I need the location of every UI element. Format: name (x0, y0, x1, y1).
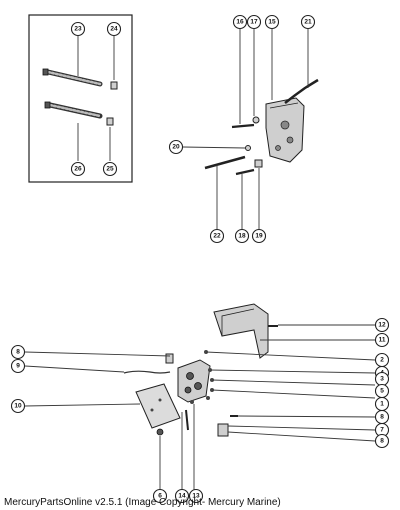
svg-text:7: 7 (380, 427, 384, 434)
callout-26: 26 (70, 161, 86, 177)
terminal-block-1 (177, 359, 211, 403)
callout-9: 9 (10, 358, 26, 374)
svg-text:12: 12 (378, 322, 386, 329)
callout-19: 19 (251, 228, 267, 244)
clamp-25 (106, 117, 114, 126)
svg-text:3: 3 (380, 376, 384, 383)
callout-8-left: 8 (10, 344, 26, 360)
plate-10 (135, 383, 181, 429)
svg-text:19: 19 (255, 233, 263, 240)
callout-8-right-b: 8 (374, 433, 390, 449)
hose-end (44, 101, 51, 109)
svg-text:8: 8 (16, 349, 20, 356)
svg-text:15: 15 (268, 19, 276, 26)
svg-text:24: 24 (110, 26, 118, 33)
callout-23: 23 (70, 21, 86, 37)
callout-22: 22 (209, 228, 225, 244)
svg-text:9: 9 (16, 363, 20, 370)
callout-2: 2 (374, 352, 390, 368)
callout-8-right-a: 8 (374, 409, 390, 425)
callout-15: 15 (264, 14, 280, 30)
svg-text:20: 20 (172, 144, 180, 151)
hose-21 (284, 78, 319, 104)
svg-text:21: 21 (304, 19, 312, 26)
nut-19 (254, 159, 263, 168)
callout-11: 11 (374, 332, 390, 348)
svg-text:25: 25 (106, 166, 114, 173)
svg-text:11: 11 (379, 337, 386, 344)
part-8 (165, 353, 174, 364)
svg-text:8: 8 (380, 438, 384, 445)
callout-13: 13 (188, 488, 204, 504)
callout-5: 5 (374, 383, 390, 399)
block-15 (265, 97, 305, 163)
svg-text:5: 5 (380, 388, 384, 395)
callout-20: 20 (168, 139, 184, 155)
clip-7 (217, 423, 229, 437)
callout-16: 16 (232, 14, 248, 30)
copyright-footer: MercuryPartsOnline v2.5.1 (Image Copyrig… (4, 497, 281, 508)
svg-text:26: 26 (74, 166, 82, 173)
svg-text:17: 17 (250, 19, 258, 26)
callout-14: 14 (174, 488, 190, 504)
svg-text:1: 1 (380, 401, 384, 408)
callout-24: 24 (106, 21, 122, 37)
callout-3: 3 (374, 371, 390, 387)
hose-end (42, 68, 49, 76)
svg-text:13: 13 (192, 493, 200, 500)
svg-text:8: 8 (380, 414, 384, 421)
callout-12: 12 (374, 317, 390, 333)
callout-21: 21 (300, 14, 316, 30)
callout-1: 1 (374, 396, 390, 412)
callout-17: 17 (246, 14, 262, 30)
tube-22 (204, 155, 246, 170)
svg-text:2: 2 (380, 357, 384, 364)
callout-10: 10 (10, 398, 26, 414)
clamp-24 (110, 81, 118, 90)
svg-text:22: 22 (213, 233, 221, 240)
callout-25: 25 (102, 161, 118, 177)
svg-text:10: 10 (14, 403, 22, 410)
svg-text:16: 16 (236, 19, 244, 26)
svg-text:18: 18 (238, 233, 246, 240)
wire-9 (123, 370, 171, 374)
lower-assembly: 8 9 10 12 11 2 4 3 5 1 8 7 8 6 14 13 (10, 303, 390, 504)
svg-text:23: 23 (74, 26, 82, 33)
callout-18: 18 (234, 228, 250, 244)
inset-box: 23 24 26 25 (28, 14, 133, 183)
callout-6: 6 (152, 488, 168, 504)
upper-assembly: 16 17 15 21 20 22 18 19 (168, 14, 319, 244)
svg-text:14: 14 (178, 493, 186, 500)
svg-text:6: 6 (158, 493, 162, 500)
